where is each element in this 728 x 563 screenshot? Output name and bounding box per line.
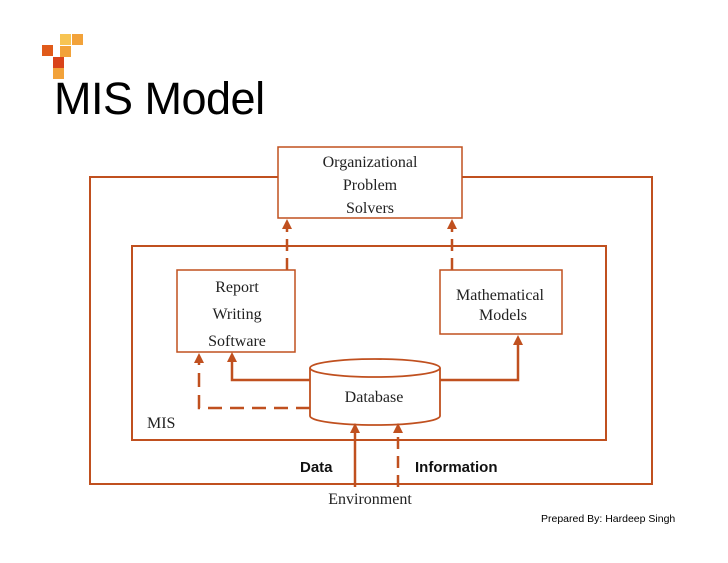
logo-square: [60, 46, 71, 57]
report-writing-line-3: Software: [208, 333, 266, 350]
database-info-to-report-arrow: [194, 353, 310, 410]
problem-solvers-line-3: Solvers: [346, 200, 394, 217]
logo-square: [42, 45, 53, 56]
credit-text: Prepared By: Hardeep Singh: [541, 513, 676, 525]
math-models-line-1: Mathematical: [456, 287, 545, 304]
database-to-models-arrow: [440, 335, 523, 382]
information-label: Information: [415, 459, 498, 476]
problem-solvers-line-1: Organizational: [323, 154, 418, 171]
mis-box: [131, 245, 607, 441]
problem-solvers-line-2: Problem: [343, 177, 398, 194]
database-to-report-arrow: [227, 352, 310, 382]
report-writing-line-1: Report: [215, 279, 259, 296]
slide-title: MIS Model: [54, 73, 265, 124]
report-writing-line-2: Writing: [212, 306, 261, 323]
problem-solvers-box: [277, 146, 463, 219]
logo-square: [72, 34, 83, 45]
environment-label: Environment: [328, 491, 412, 508]
environment-box: [89, 176, 653, 485]
math-models-line-2: Models: [479, 307, 527, 324]
mis-label: MIS: [147, 415, 175, 432]
logo-square: [60, 34, 71, 45]
report-writing-box: [176, 269, 296, 353]
data-label: Data: [300, 459, 333, 476]
math-models-box: [439, 269, 563, 335]
database-label: Database: [345, 389, 404, 406]
logo-square: [53, 57, 64, 68]
logo-square: [53, 68, 64, 79]
database-cylinder: [309, 358, 441, 426]
